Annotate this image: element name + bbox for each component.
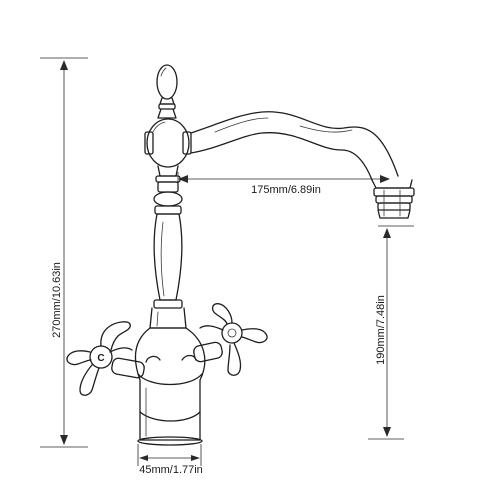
spout-hub [144, 118, 192, 168]
faucet-spout [190, 111, 415, 219]
cold-handle: C [66, 321, 145, 396]
base-arrow-left [139, 455, 148, 461]
reach-arrow-left [178, 175, 188, 183]
hot-handle [193, 303, 268, 376]
faucet-finial [156, 64, 178, 119]
base-arrow-right [191, 455, 200, 461]
height-arrow-bottom [60, 435, 68, 445]
height-total-label: 270mm/10.63in [51, 262, 63, 338]
height-arrow-top [60, 60, 68, 70]
spout-height-arrow-bottom [383, 427, 391, 437]
spout-height-dimension: 190mm/7.48in [368, 225, 414, 440]
faucet-body [134, 327, 206, 446]
base-width-dimension: 45mm/1.77in [137, 444, 203, 476]
reach-arrow-right [380, 175, 390, 183]
height-dimension: 270mm/10.63in [40, 57, 88, 448]
cold-handle-marker: C [97, 353, 104, 364]
spout-height-label: 190mm/7.48in [375, 295, 387, 365]
spout-height-arrow-top [383, 228, 391, 238]
body-connector [145, 354, 197, 363]
base-width-label: 45mm/1.77in [139, 464, 203, 476]
faucet-illustration: C [66, 64, 415, 446]
reach-dimension: 175mm/6.89in [177, 172, 390, 196]
spout-reach-label: 175mm/6.89in [251, 184, 321, 196]
faucet-column [149, 165, 187, 329]
